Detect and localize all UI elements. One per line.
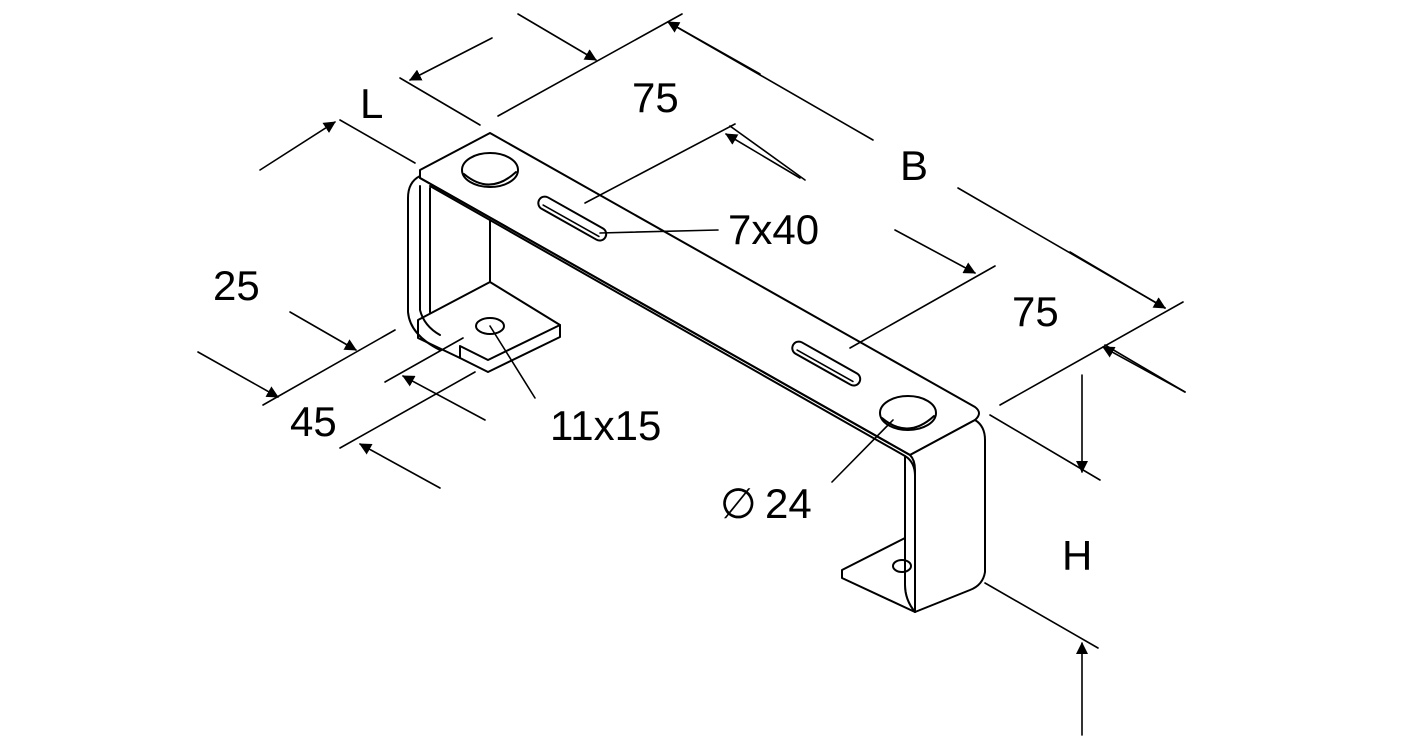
dim-B-arrow-left	[667, 21, 761, 75]
leader-foot-hole	[489, 325, 536, 399]
label-B: B	[900, 142, 928, 189]
right-wall-inner	[904, 455, 916, 613]
top-right-hole-inner	[881, 415, 935, 430]
left-outer-wall	[407, 175, 441, 351]
slot-left	[537, 195, 608, 242]
dim-slot-ext-left	[584, 123, 736, 204]
left-foot-edge	[459, 324, 561, 361]
ext-line-25-top	[262, 329, 396, 406]
dimension-lines	[197, 13, 1186, 736]
slot-right	[791, 340, 862, 387]
leader-slot	[599, 229, 719, 234]
label-H: H	[1062, 532, 1092, 579]
label-diameter-symbol: ∅	[720, 480, 757, 527]
dim-L-arrow-right	[409, 37, 493, 81]
dim-L-arrow-left	[259, 121, 336, 171]
top-plate-front-edge	[419, 177, 911, 457]
ext-line-45-top	[384, 337, 464, 383]
right-foot	[841, 537, 916, 613]
dim-B-arrow-right	[1069, 251, 1166, 309]
label-45: 45	[290, 398, 337, 445]
dim-top75-line-right	[729, 125, 806, 181]
ext-line-H-bottom	[984, 582, 1099, 649]
left-wall-inner-line	[419, 185, 441, 336]
top-left-hole-inner	[463, 171, 517, 186]
foot-hole	[475, 317, 505, 335]
labels: L 75 B 7x40 75 25 45 11x15 ∅ 24 H	[213, 74, 1092, 579]
label-hole: 11x15	[550, 402, 661, 449]
label-diameter: 24	[765, 480, 812, 527]
top-right-round-hole	[879, 395, 937, 431]
label-top-75: 75	[632, 74, 679, 121]
dim-top75-arrow-left	[517, 13, 597, 61]
dim-right75-arrow-left	[894, 229, 976, 274]
dim-top75-arrow-right	[725, 133, 801, 179]
label-L: L	[360, 80, 383, 127]
ext-line-right-lower	[989, 414, 1101, 481]
ext-line-L-right	[399, 77, 481, 126]
dim-slot-ext-right	[849, 265, 996, 349]
label-25: 25	[213, 262, 260, 309]
leader-diameter	[831, 419, 894, 483]
right-foot-hole	[892, 559, 912, 573]
right-wall	[909, 419, 986, 613]
ext-line-45-bottom	[339, 371, 476, 449]
dim-45-arrow-top	[402, 375, 486, 421]
label-slot: 7x40	[728, 206, 819, 253]
ext-line-L-left	[339, 119, 416, 164]
ext-line-top-left	[497, 13, 683, 117]
dim-25-arrow-top	[289, 311, 357, 351]
dim-45-arrow-bottom	[359, 443, 441, 489]
top-left-round-hole	[461, 152, 519, 188]
ext-line-B-right	[999, 301, 1184, 406]
label-right-75: 75	[1012, 288, 1059, 335]
dim-25-arrow-bottom	[197, 351, 279, 398]
dim-right75-arrow-right	[1102, 346, 1186, 393]
bracket	[407, 132, 986, 613]
